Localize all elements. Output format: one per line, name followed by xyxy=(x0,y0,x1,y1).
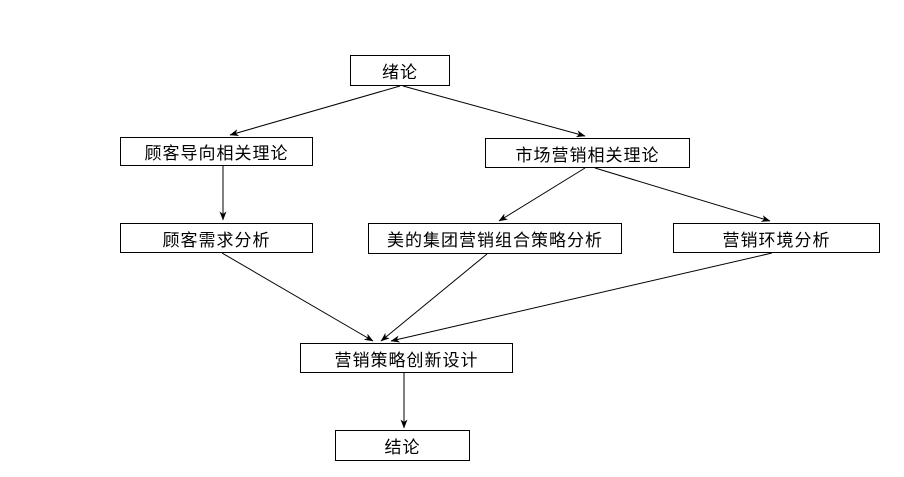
node-conclusion: 结论 xyxy=(335,430,470,461)
node-marketing-strategy-innovation-design: 营销策略创新设计 xyxy=(300,343,513,373)
edge-mkt-theory-to-midea xyxy=(498,167,586,222)
node-conclusion-label: 结论 xyxy=(384,438,421,457)
node-midea-marketing-mix-analysis: 美的集团营销组合策略分析 xyxy=(368,223,622,254)
node-customer-orientation-theory: 顾客导向相关理论 xyxy=(120,137,313,166)
edge-intro-to-mkt-theory xyxy=(402,85,586,138)
node-marketing-theory-label: 市场营销相关理论 xyxy=(515,145,660,165)
node-marketing-theory: 市场营销相关理论 xyxy=(485,138,690,168)
edge-intro-to-cust-theory xyxy=(229,85,401,137)
node-marketing-environment-analysis-label: 营销环境分析 xyxy=(722,230,831,250)
node-midea-marketing-mix-analysis-label: 美的集团营销组合策略分析 xyxy=(387,231,603,250)
edge-mkt-theory-to-environment xyxy=(594,167,771,222)
node-introduction: 绪论 xyxy=(350,55,450,86)
node-marketing-environment-analysis: 营销环境分析 xyxy=(673,223,880,253)
node-customer-orientation-theory-label: 顾客导向相关理论 xyxy=(144,144,289,163)
edge-demand-to-innovation xyxy=(221,252,374,342)
node-marketing-strategy-innovation-design-label: 营销策略创新设计 xyxy=(334,350,479,370)
node-introduction-label: 绪论 xyxy=(382,63,418,82)
edge-environment-to-innovation xyxy=(390,252,773,343)
node-customer-demand-analysis: 顾客需求分析 xyxy=(120,223,313,253)
edge-midea-to-innovation xyxy=(380,253,488,342)
node-customer-demand-analysis-label: 顾客需求分析 xyxy=(162,230,271,250)
